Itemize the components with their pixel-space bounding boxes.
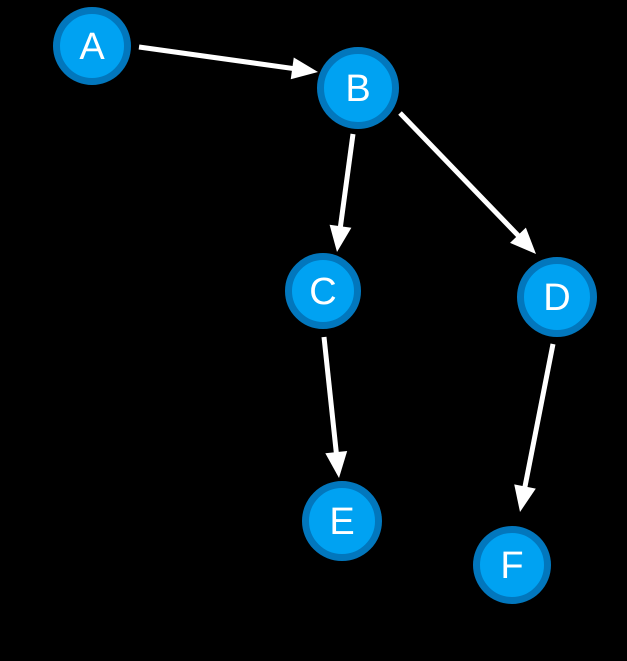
edge-d-f[interactable] <box>514 343 556 512</box>
node-circle <box>285 253 361 329</box>
graph-node-f[interactable]: F <box>473 526 551 604</box>
graph-node-b[interactable]: B <box>317 47 399 129</box>
edge-line <box>398 111 522 240</box>
node-circle <box>302 481 382 561</box>
node-label: B <box>345 68 370 110</box>
edge-b-d[interactable] <box>398 111 536 254</box>
edge-arrowhead <box>329 224 352 252</box>
edge-b-c[interactable] <box>329 133 356 252</box>
graph-node-a[interactable]: A <box>53 7 131 85</box>
edge-line <box>337 133 356 230</box>
edge-line <box>138 44 296 72</box>
node-label: D <box>543 277 570 319</box>
graph-node-c[interactable]: C <box>285 253 361 329</box>
node-label: E <box>329 501 354 543</box>
node-label: A <box>79 26 105 68</box>
edge-line <box>521 343 556 490</box>
node-circle <box>473 526 551 604</box>
edge-arrowhead <box>290 57 318 80</box>
graph-node-e[interactable]: E <box>302 481 382 561</box>
nodes-group: A B C D E F <box>53 7 597 604</box>
node-label: F <box>500 545 523 587</box>
edges-group <box>138 44 556 512</box>
node-circle <box>53 7 131 85</box>
graph-node-d[interactable]: D <box>517 257 597 337</box>
edge-a-b[interactable] <box>138 44 318 80</box>
edge-arrowhead <box>510 227 536 254</box>
edge-line <box>321 336 340 456</box>
node-circle <box>517 257 597 337</box>
edge-arrowhead <box>514 484 536 512</box>
node-circle <box>317 47 399 129</box>
edge-arrowhead <box>325 450 348 478</box>
edge-c-e[interactable] <box>321 336 348 478</box>
node-label: C <box>309 271 336 313</box>
